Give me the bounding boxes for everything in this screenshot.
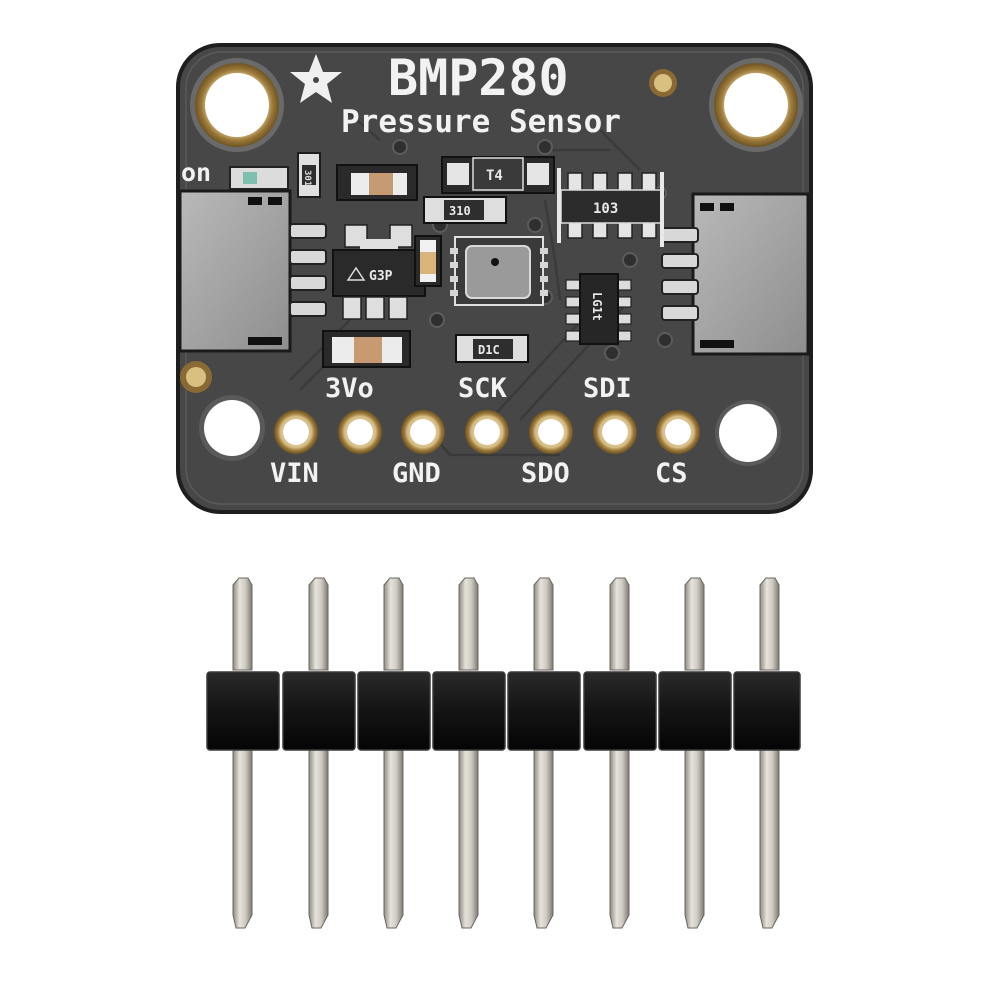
pin-label-vin: VIN bbox=[270, 458, 319, 489]
capacitor-vertical bbox=[414, 235, 442, 287]
capacitor-bottom bbox=[322, 330, 411, 368]
mounting-hole-top-left bbox=[190, 58, 284, 152]
resistor-310 bbox=[423, 196, 507, 224]
level-shifter-chip bbox=[565, 273, 632, 345]
diode-code: T4 bbox=[486, 168, 503, 184]
capacitor-top bbox=[336, 164, 418, 201]
mounting-hole-top-right bbox=[709, 58, 803, 152]
board-title: BMP280 bbox=[388, 49, 569, 107]
bmp280-sensor-chip bbox=[450, 236, 548, 306]
header-pins bbox=[232, 577, 780, 929]
regulator-code: G3P bbox=[369, 269, 393, 284]
pin-hole-3vo bbox=[338, 410, 382, 454]
diode-t4 bbox=[441, 156, 555, 194]
level-shifter-code: LG1t bbox=[590, 292, 604, 321]
pin-label-sdi: SDI bbox=[583, 373, 632, 404]
pin-hole-gnd bbox=[401, 410, 445, 454]
stemma-qt-connector-left bbox=[178, 189, 327, 353]
board-subtitle: Pressure Sensor bbox=[341, 104, 621, 140]
power-led bbox=[229, 166, 289, 190]
voltage-regulator-g3p bbox=[332, 224, 426, 320]
pin-hole-cs bbox=[656, 410, 700, 454]
male-pin-header bbox=[206, 577, 801, 929]
pin-holes bbox=[274, 410, 700, 454]
resistor-vertical bbox=[297, 152, 321, 198]
mounting-hole-bottom-left bbox=[199, 395, 265, 461]
resistor-d1c bbox=[455, 334, 529, 363]
pin-label-gnd: GND bbox=[392, 458, 441, 489]
pin-hole-sck bbox=[465, 410, 509, 454]
pin-hole-sdo bbox=[529, 410, 573, 454]
resistor-310-code: 310 bbox=[449, 204, 471, 218]
pin-label-3vo: 3Vo bbox=[325, 373, 374, 404]
adafruit-logo-icon bbox=[290, 54, 342, 103]
pin-label-sdo: SDO bbox=[521, 458, 570, 489]
pin-hole-vin bbox=[274, 410, 318, 454]
resistor-network-code: 103 bbox=[593, 201, 618, 217]
mounting-hole-bottom-right bbox=[715, 400, 781, 466]
power-led-label: on bbox=[181, 158, 211, 187]
pin-label-sck: SCK bbox=[458, 373, 508, 404]
resistor-d1c-code: D1C bbox=[478, 343, 500, 357]
header-plastic-blocks bbox=[206, 671, 801, 751]
pin-hole-sdi bbox=[593, 410, 637, 454]
resistor-vertical-code: 301 bbox=[302, 170, 312, 186]
stemma-qt-connector-right bbox=[661, 192, 810, 356]
resistor-network-103 bbox=[557, 168, 664, 247]
pin-label-cs: CS bbox=[655, 458, 688, 489]
